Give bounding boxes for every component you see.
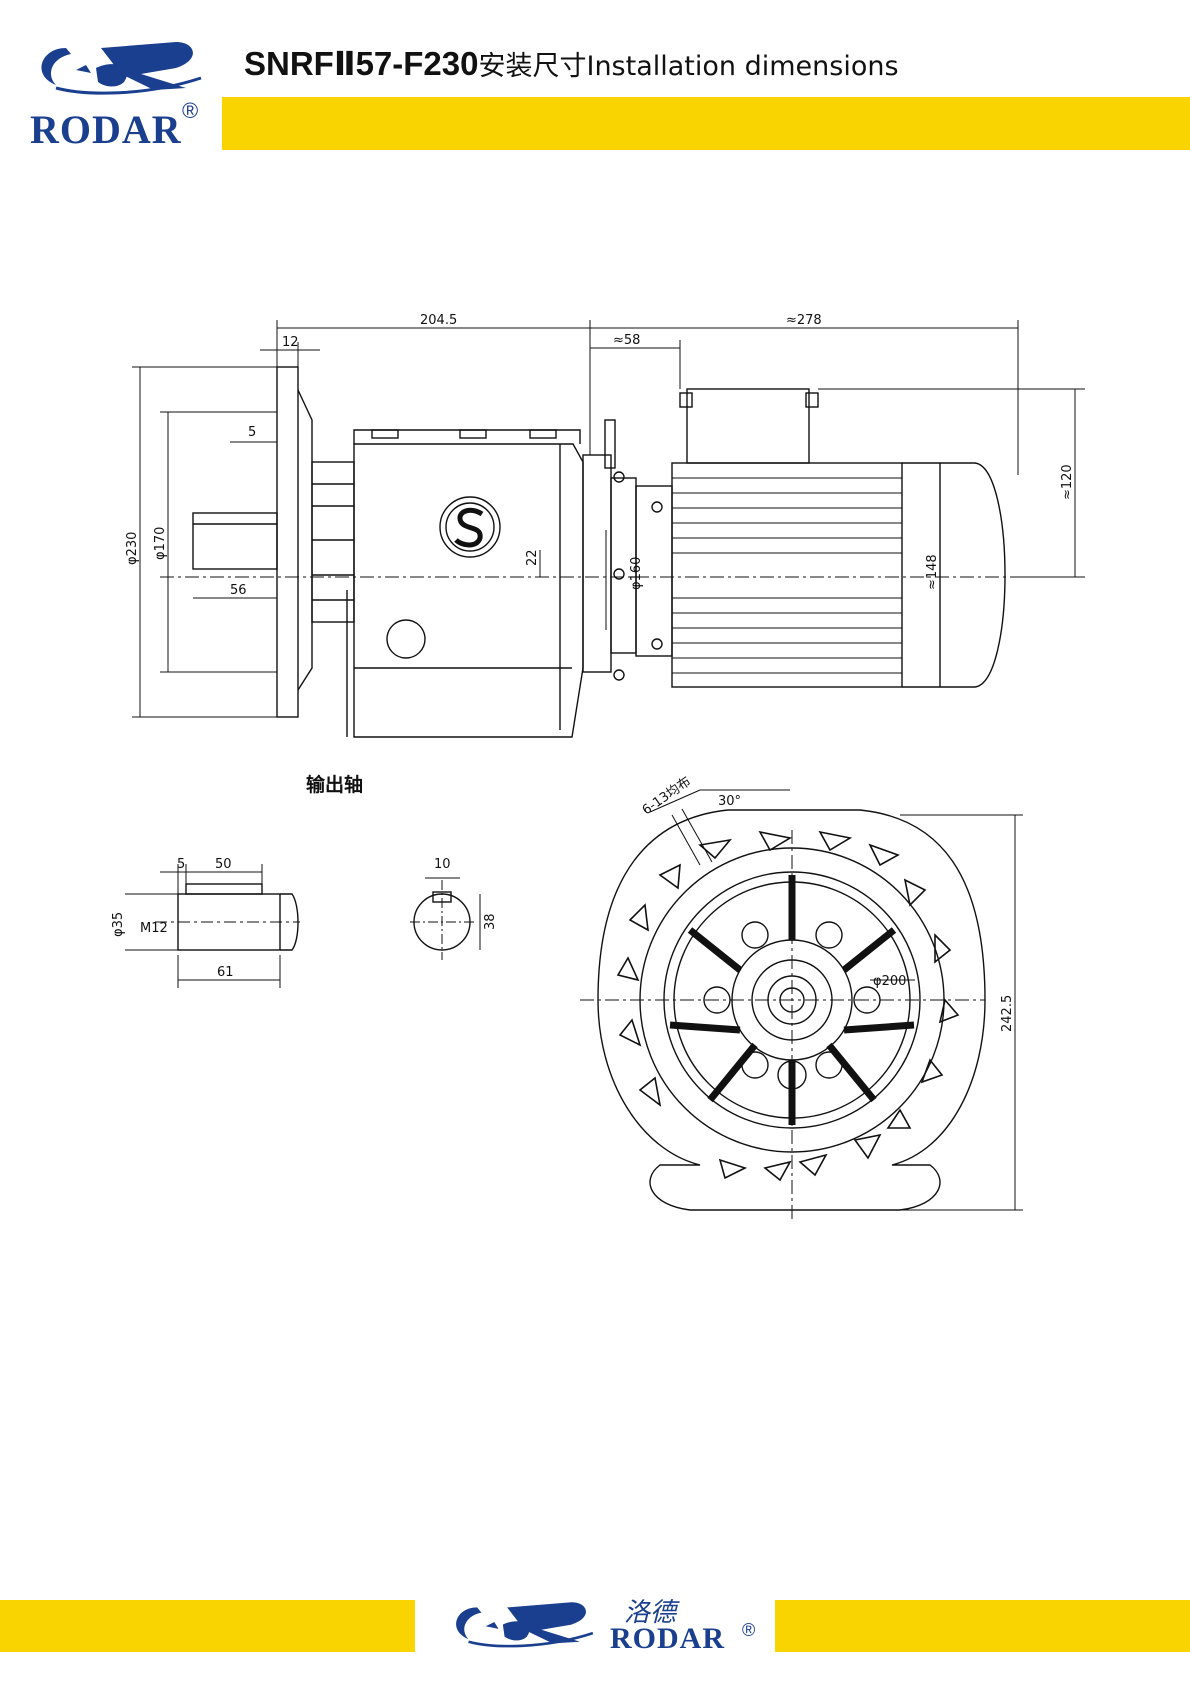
shaft-view	[125, 864, 481, 988]
dim-flange-thickness: 12	[282, 335, 299, 350]
dim-angle: 30°	[718, 794, 741, 809]
dim-terminal-box: ≈120	[1060, 464, 1075, 500]
registered-mark: ®	[182, 98, 199, 123]
header-accent-bar	[222, 97, 1190, 150]
dim-thread: M12	[140, 921, 168, 936]
dim-offset: 22	[525, 549, 540, 566]
dim-height: 242.5	[1000, 995, 1015, 1032]
side-view	[132, 320, 1085, 738]
dim-fan-dia: φ200	[873, 974, 906, 989]
title-en: Installation dimensions	[586, 51, 899, 82]
dim-overall-gear: 204.5	[420, 313, 457, 328]
brand-name: RODAR	[30, 107, 182, 152]
dim-motor-dia: ≈148	[925, 554, 940, 590]
footer-brand-name: RODAR	[610, 1622, 725, 1655]
rodar-emblem-icon	[41, 42, 202, 95]
dim-motor-adapter: ≈58	[613, 333, 640, 348]
footer-accent-bar-left	[0, 1600, 415, 1652]
dim-spigot: 5	[248, 425, 256, 440]
dim-key-length: 50	[215, 857, 232, 872]
end-view	[580, 789, 1023, 1220]
dim-pitch-circle: φ170	[153, 527, 168, 560]
model-number: SNRFⅡ57-F230	[244, 45, 479, 82]
dim-overall-motor: ≈278	[786, 313, 822, 328]
header-logo: RODAR ®	[26, 30, 206, 152]
dim-adapter-dia: φ160	[629, 557, 644, 590]
dim-shaft-dia: φ35	[111, 912, 126, 937]
dim-shaft-length: 56	[230, 583, 247, 598]
title-cn: 安装尺寸	[478, 51, 587, 82]
footer-logo: 洛德 RODAR ®	[430, 1592, 770, 1662]
dim-key-offset: 5	[177, 857, 185, 872]
dim-key-height: 38	[483, 913, 498, 930]
rodar-emblem-footer-icon	[456, 1602, 594, 1648]
page-title: SNRFⅡ57-F230安装尺寸Installation dimensions	[244, 44, 899, 83]
footer-registered-mark: ®	[742, 1620, 756, 1640]
footer-accent-bar-right	[775, 1600, 1190, 1652]
output-shaft-label: 输出轴	[306, 774, 364, 796]
footer-brand-cn: 洛德	[624, 1598, 677, 1628]
dim-shaft-length-2: 61	[217, 965, 234, 980]
dim-key-width: 10	[434, 857, 451, 872]
dim-flange-od: φ230	[125, 532, 140, 565]
